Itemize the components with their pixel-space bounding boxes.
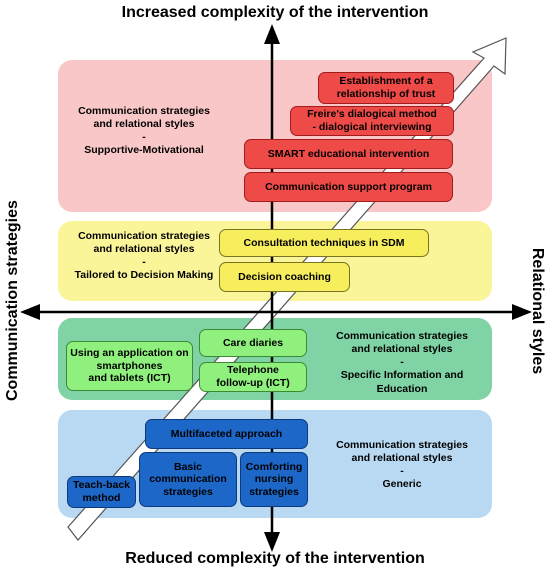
box-consultation-techniques-sdm: Consultation techniques in SDM <box>219 229 429 257</box>
axis-title-top: Increased complexity of the intervention <box>121 4 429 21</box>
box-care-diaries: Care diaries <box>199 329 307 357</box>
axis-title-left: Communication strategies <box>4 200 21 401</box>
box-smartphone-application: Using an application on smartphones and … <box>66 341 193 391</box>
axis-title-bottom: Reduced complexity of the intervention <box>125 550 425 567</box>
box-teach-back-method: Teach-back method <box>67 476 136 508</box>
box-multifaceted-approach: Multifaceted approach <box>145 419 308 449</box>
band-label-specific-information: Communication strategies and relational … <box>336 330 468 395</box>
box-freire-dialogical-method: Freire's dialogical method - dialogical … <box>290 106 454 136</box>
band-label-supportive-motivational: Communication strategies and relational … <box>78 105 210 157</box>
axis-title-right: Relational styles <box>529 247 546 375</box>
box-smart-educational-intervention: SMART educational intervention <box>244 139 453 169</box>
box-communication-support-program: Communication support program <box>244 172 453 202</box>
box-basic-communication-strategies: Basic communication strategies <box>139 452 237 507</box>
box-relationship-of-trust: Establishment of a relationship of trust <box>318 72 454 104</box>
band-label-tailored-decision-making: Communication strategies and relational … <box>74 230 214 282</box>
band-label-generic: Communication strategies and relational … <box>336 439 468 491</box>
box-comforting-nursing-strategies: Comforting nursing strategies <box>240 452 308 507</box>
box-telephone-follow-up: Telephone follow-up (ICT) <box>199 362 307 392</box>
box-decision-coaching: Decision coaching <box>219 262 350 292</box>
